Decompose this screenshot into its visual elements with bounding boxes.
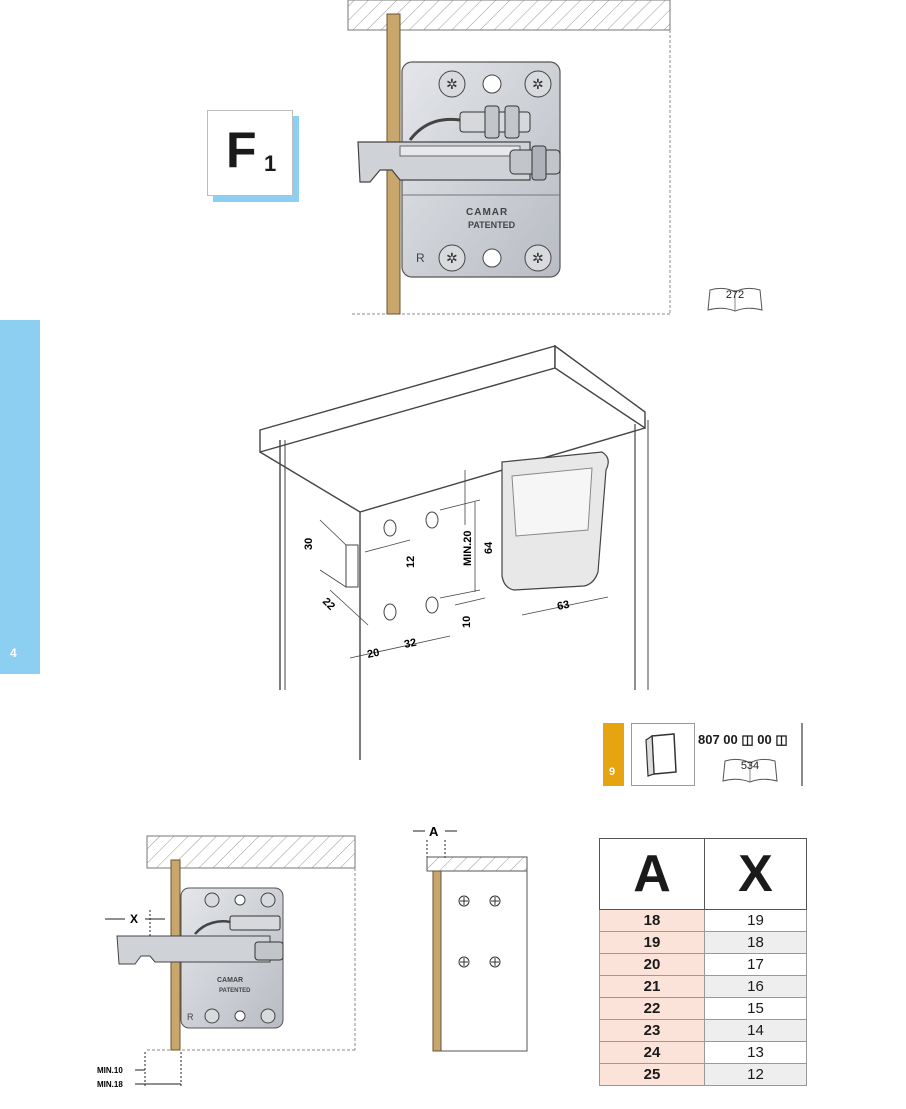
top-hinge-drawing: ✲ ✲ ✲ ✲ CAMAR PATENTED R [347, 0, 671, 315]
dim-min20: MIN.20 [462, 531, 474, 566]
dim-20: 20 [366, 647, 380, 661]
min18-label: MIN.18 [97, 1080, 123, 1089]
figure-letter: F [226, 122, 257, 178]
section-panel-drawing: A [413, 824, 528, 1052]
page-ref-book: 272 [706, 286, 764, 312]
patented-label: PATENTED [219, 988, 251, 994]
code-page-ref-number: 534 [740, 760, 760, 772]
dim-63: 63 [556, 599, 570, 613]
book-icon [707, 287, 763, 312]
section-number: 4 [10, 646, 17, 660]
cover-cap-icon [631, 723, 695, 786]
brand-label: CAMAR [217, 977, 243, 984]
svg-text:✲: ✲ [532, 250, 544, 266]
a-dimension-label: A [429, 824, 439, 839]
dim-64: 64 [483, 541, 495, 554]
dim-12: 12 [405, 556, 417, 568]
ceiling-section [347, 0, 671, 31]
code-page-ref-book: 534 [721, 757, 779, 783]
dim-22: 22 [320, 596, 337, 613]
product-code: 807 00 ◫ 00 ◫ [698, 732, 788, 747]
svg-text:✲: ✲ [446, 250, 458, 266]
product-code-box: 9 807 00 ◫ 00 ◫ 534 [603, 723, 803, 786]
brand-label: CAMAR [466, 207, 508, 218]
page-ref-number: 272 [725, 289, 745, 301]
book-icon [722, 758, 778, 783]
code-index-badge: 9 [603, 723, 624, 786]
svg-text:✲: ✲ [446, 76, 458, 92]
side-letter: R [187, 1012, 194, 1022]
dim-32: 32 [403, 637, 417, 651]
min10-label: MIN.10 [97, 1066, 123, 1075]
side-letter: R [416, 251, 425, 265]
figure-label-badge: F 1 [207, 110, 293, 196]
section-tab: 4 [0, 320, 40, 674]
figure-subscript: 1 [264, 151, 277, 176]
svg-text:✲: ✲ [532, 76, 544, 92]
dim-30: 30 [303, 538, 315, 550]
bottom-left-hinge-drawing: CAMAR PATENTED R X MIN.10 MIN.18 [97, 835, 356, 1089]
x-dimension-label: X [130, 912, 138, 926]
dim-10: 10 [461, 616, 473, 628]
header-x: X [704, 838, 807, 910]
isometric-cabinet-drawing: 30 12 MIN.20 64 22 10 20 32 63 [259, 344, 649, 760]
patented-label: PATENTED [468, 220, 516, 230]
header-a: A [599, 838, 705, 910]
